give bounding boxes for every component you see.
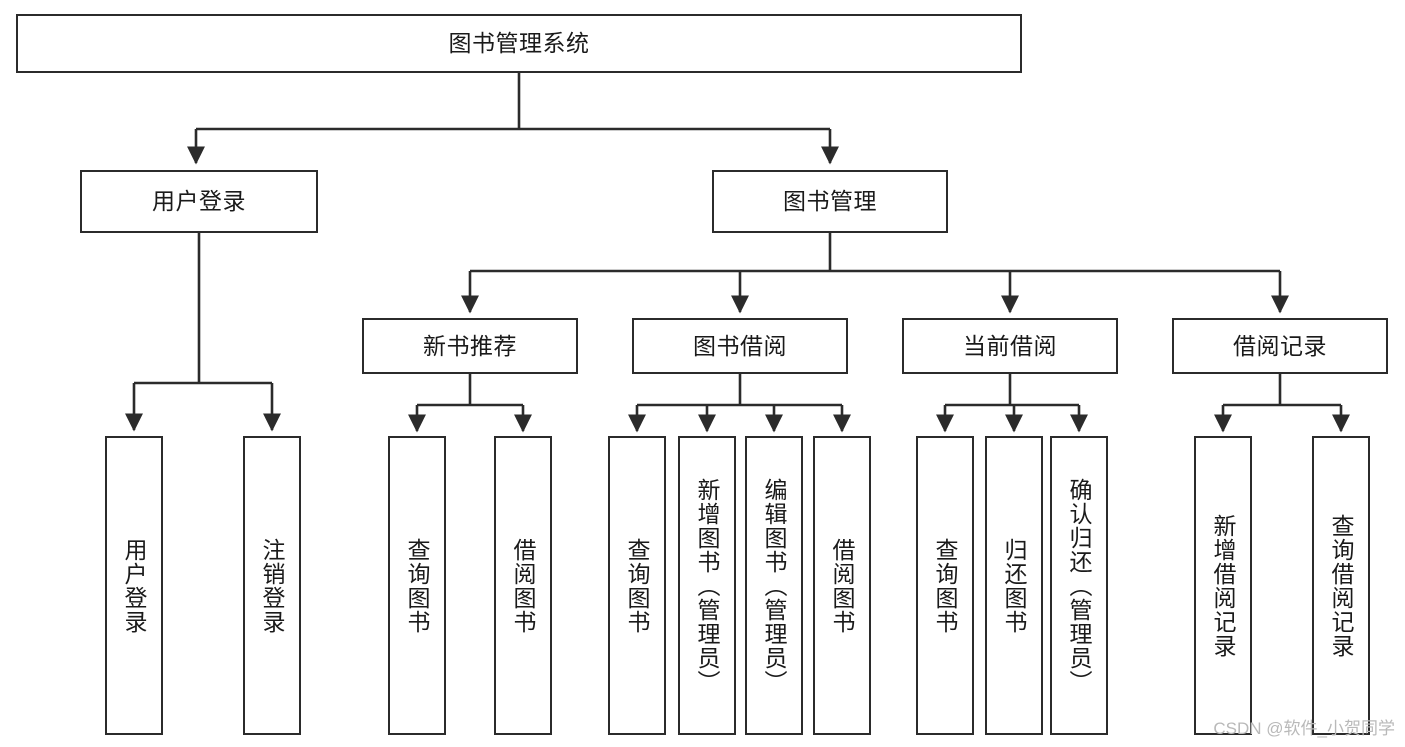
node-label: 借阅图书 (510, 537, 537, 634)
node-book-management[interactable]: 图书管理 (712, 170, 948, 233)
node-leaf-query-book-1[interactable]: 查询图书 (388, 436, 446, 735)
node-leaf-query-book-2[interactable]: 查询图书 (608, 436, 666, 735)
node-new-book-recommend[interactable]: 新书推荐 (362, 318, 578, 374)
node-label: 查询图书 (624, 537, 651, 634)
node-label: 借阅图书 (829, 537, 856, 634)
node-label: 查询借阅记录 (1328, 513, 1355, 658)
node-current-borrow[interactable]: 当前借阅 (902, 318, 1118, 374)
node-leaf-logout[interactable]: 注销登录 (243, 436, 301, 735)
node-label: 归还图书 (1001, 537, 1028, 634)
node-leaf-confirm-return[interactable]: 确认归还（管理员） (1050, 436, 1108, 735)
node-label: 新增图书（管理员） (694, 477, 721, 694)
node-label: 图书借阅 (693, 332, 787, 359)
node-leaf-query-record[interactable]: 查询借阅记录 (1312, 436, 1370, 735)
node-leaf-user-login[interactable]: 用户登录 (105, 436, 163, 735)
node-label: 查询图书 (404, 537, 431, 634)
node-leaf-add-record[interactable]: 新增借阅记录 (1194, 436, 1252, 735)
node-leaf-query-book-3[interactable]: 查询图书 (916, 436, 974, 735)
node-book-borrow[interactable]: 图书借阅 (632, 318, 848, 374)
node-label: 注销登录 (259, 537, 286, 634)
node-leaf-edit-book[interactable]: 编辑图书（管理员） (745, 436, 803, 735)
node-leaf-borrow-book-1[interactable]: 借阅图书 (494, 436, 552, 735)
node-label: 新书推荐 (423, 332, 517, 359)
node-label: 查询图书 (932, 537, 959, 634)
node-leaf-return-book[interactable]: 归还图书 (985, 436, 1043, 735)
node-label: 当前借阅 (963, 332, 1057, 359)
node-leaf-add-book[interactable]: 新增图书（管理员） (678, 436, 736, 735)
node-label: 新增借阅记录 (1210, 513, 1237, 658)
node-label: 图书管理 (783, 188, 877, 215)
node-label: 编辑图书（管理员） (761, 477, 788, 694)
node-label: 确认归还（管理员） (1066, 477, 1093, 694)
csdn-watermark: CSDN @软件_小贺同学 (1213, 719, 1395, 738)
node-label: 用户登录 (121, 537, 148, 634)
node-user-login[interactable]: 用户登录 (80, 170, 318, 233)
node-leaf-borrow-book-2[interactable]: 借阅图书 (813, 436, 871, 735)
node-label: 借阅记录 (1233, 332, 1327, 359)
node-label: 用户登录 (152, 188, 246, 215)
node-label: 图书管理系统 (448, 30, 590, 57)
node-borrow-record[interactable]: 借阅记录 (1172, 318, 1388, 374)
node-root-book-management-system[interactable]: 图书管理系统 (16, 14, 1022, 73)
